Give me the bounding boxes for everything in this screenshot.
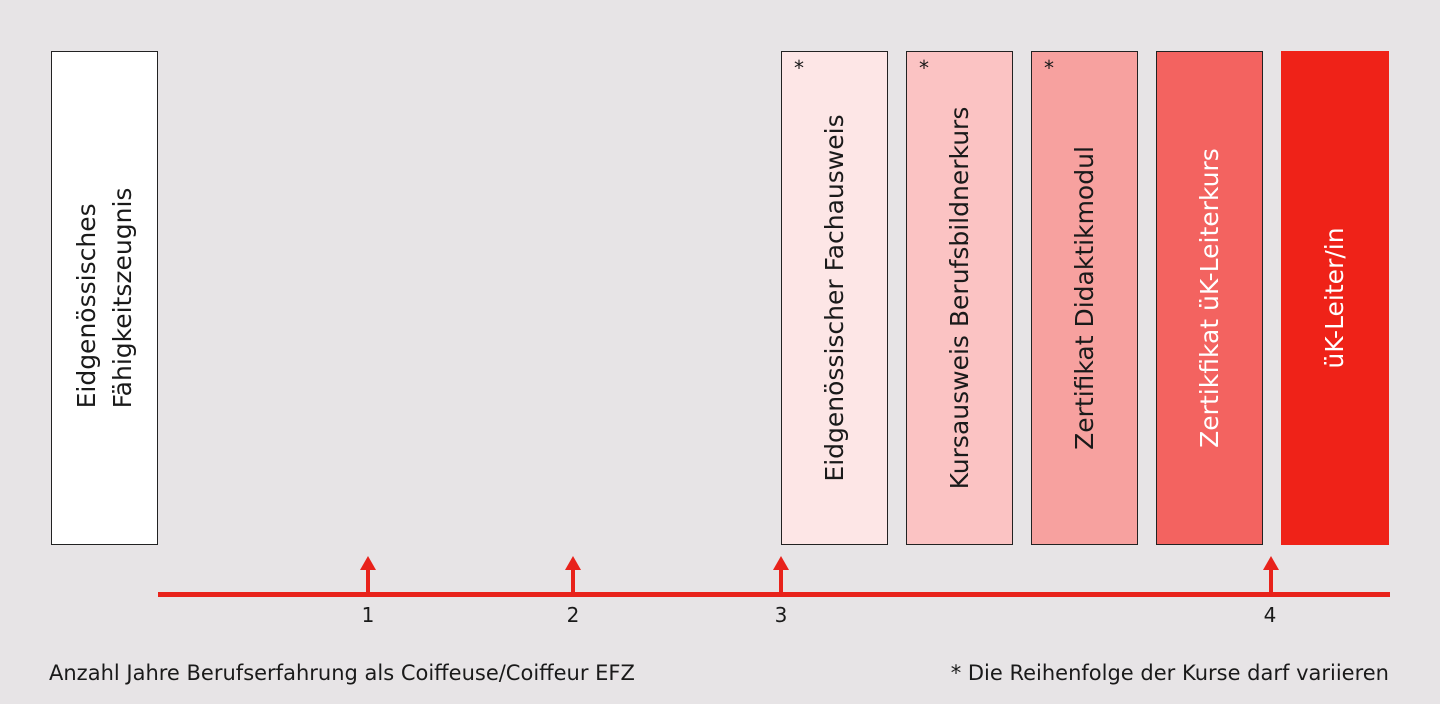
timeline-axis xyxy=(158,592,1390,597)
box-berufsbildnerkurs-label: Kursausweis Berufsbildnerkurs xyxy=(944,106,974,490)
box-fachausweis-star: * xyxy=(794,56,804,80)
arrow-up-icon xyxy=(565,556,581,596)
box-uek-leiter: üK-Leiter/in xyxy=(1281,51,1389,545)
box-efz-line-1: Eidgenössisches xyxy=(71,203,101,409)
box-efz-line-2: Fähigkeitszeugnis xyxy=(107,187,137,409)
arrow-up-icon xyxy=(360,556,376,596)
box-fachausweis-label: Eidgenössischer Fachausweis xyxy=(819,114,849,482)
tick-label-1: 1 xyxy=(361,603,375,627)
box-berufsbildnerkurs-star: * xyxy=(919,56,929,80)
box-uek-leiterkurs-label: Zertikfikat üK-Leiterkurs xyxy=(1194,148,1224,448)
order-note: * Die Reihenfolge der Kurse darf variier… xyxy=(950,661,1389,685)
box-berufsbildnerkurs: * Kursausweis Berufsbildnerkurs xyxy=(906,51,1013,545)
tick-label-2: 2 xyxy=(566,603,580,627)
box-uek-leiter-label: üK-Leiter/in xyxy=(1320,227,1349,369)
box-efz-label: Eidgenössisches Fähigkeitszeugnis xyxy=(69,188,141,409)
box-didaktikmodul: * Zertifikat Didaktikmodul xyxy=(1031,51,1138,545)
box-didaktikmodul-label: Zertifikat Didaktikmodul xyxy=(1069,146,1099,450)
tick-label-3: 3 xyxy=(774,603,788,627)
arrow-up-icon xyxy=(773,556,789,596)
axis-caption: Anzahl Jahre Berufserfahrung als Coiffeu… xyxy=(49,661,635,685)
box-uek-leiterkurs: Zertikfikat üK-Leiterkurs xyxy=(1156,51,1263,545)
box-didaktikmodul-star: * xyxy=(1044,56,1054,80)
tick-label-4: 4 xyxy=(1263,603,1277,627)
arrow-up-icon xyxy=(1263,556,1279,596)
box-fachausweis: * Eidgenössischer Fachausweis xyxy=(781,51,888,545)
box-efz: Eidgenössisches Fähigkeitszeugnis xyxy=(51,51,158,545)
